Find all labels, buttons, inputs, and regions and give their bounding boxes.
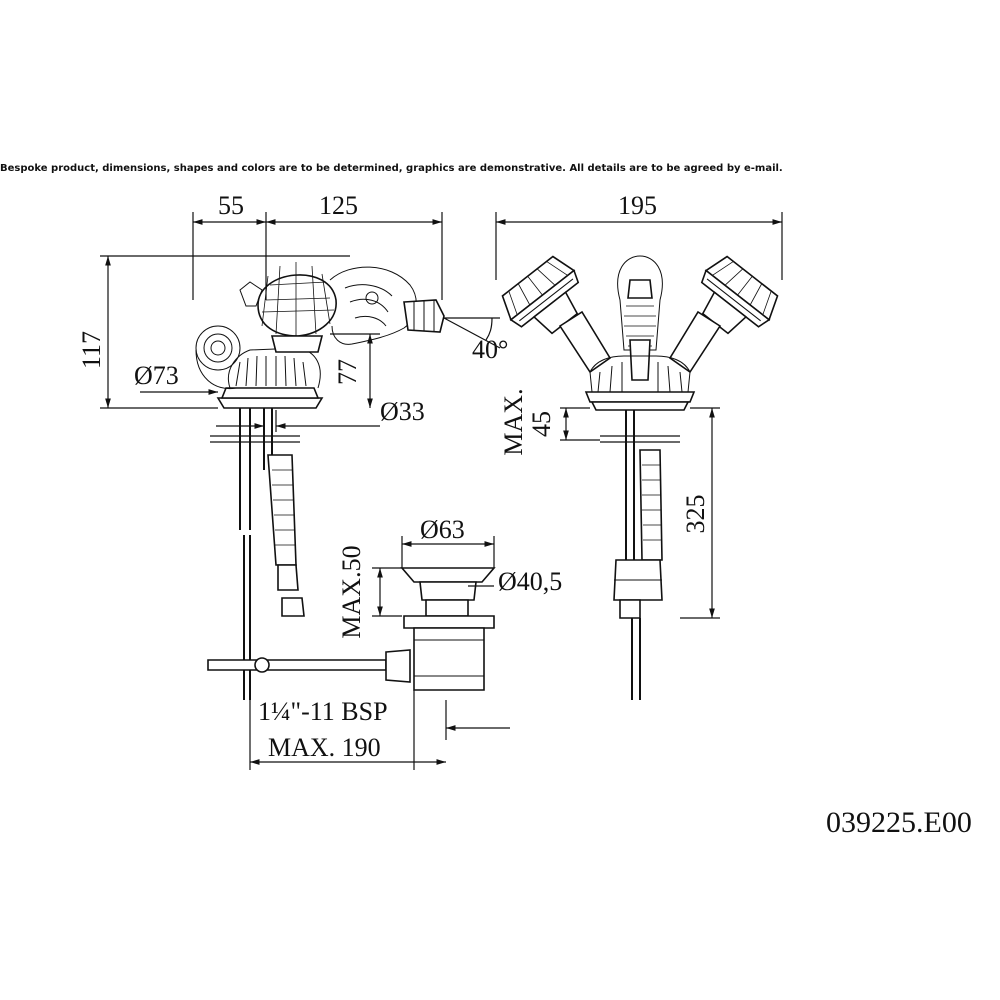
dim-77: 77	[333, 359, 362, 385]
side-view-faucet	[195, 262, 445, 700]
dim-325: 325	[681, 495, 710, 534]
dimension-lines	[100, 212, 783, 770]
front-view-faucet	[501, 255, 779, 700]
dim-max50: MAX.50	[337, 545, 366, 638]
dim-125: 125	[319, 191, 358, 220]
dim-d33: Ø33	[380, 397, 425, 426]
dim-max45-label: MAX.	[499, 388, 528, 455]
drain-assembly	[400, 567, 496, 691]
disclaimer-text: Bespoke product, dimensions, shapes and …	[0, 163, 783, 174]
dim-d63: Ø63	[420, 515, 465, 544]
dim-max190: MAX. 190	[268, 733, 381, 762]
dim-55: 55	[218, 191, 244, 220]
dim-bsp-thread: 1¼"-11 BSP	[258, 697, 388, 726]
dim-d40-5: Ø40,5	[498, 567, 562, 596]
dim-max45-value: 45	[527, 411, 556, 437]
product-code: 039225.E00	[826, 806, 972, 839]
dim-40-degree: 40°	[472, 335, 508, 364]
dim-d73: Ø73	[134, 361, 179, 390]
dim-195: 195	[618, 191, 657, 220]
dim-117: 117	[77, 331, 106, 369]
